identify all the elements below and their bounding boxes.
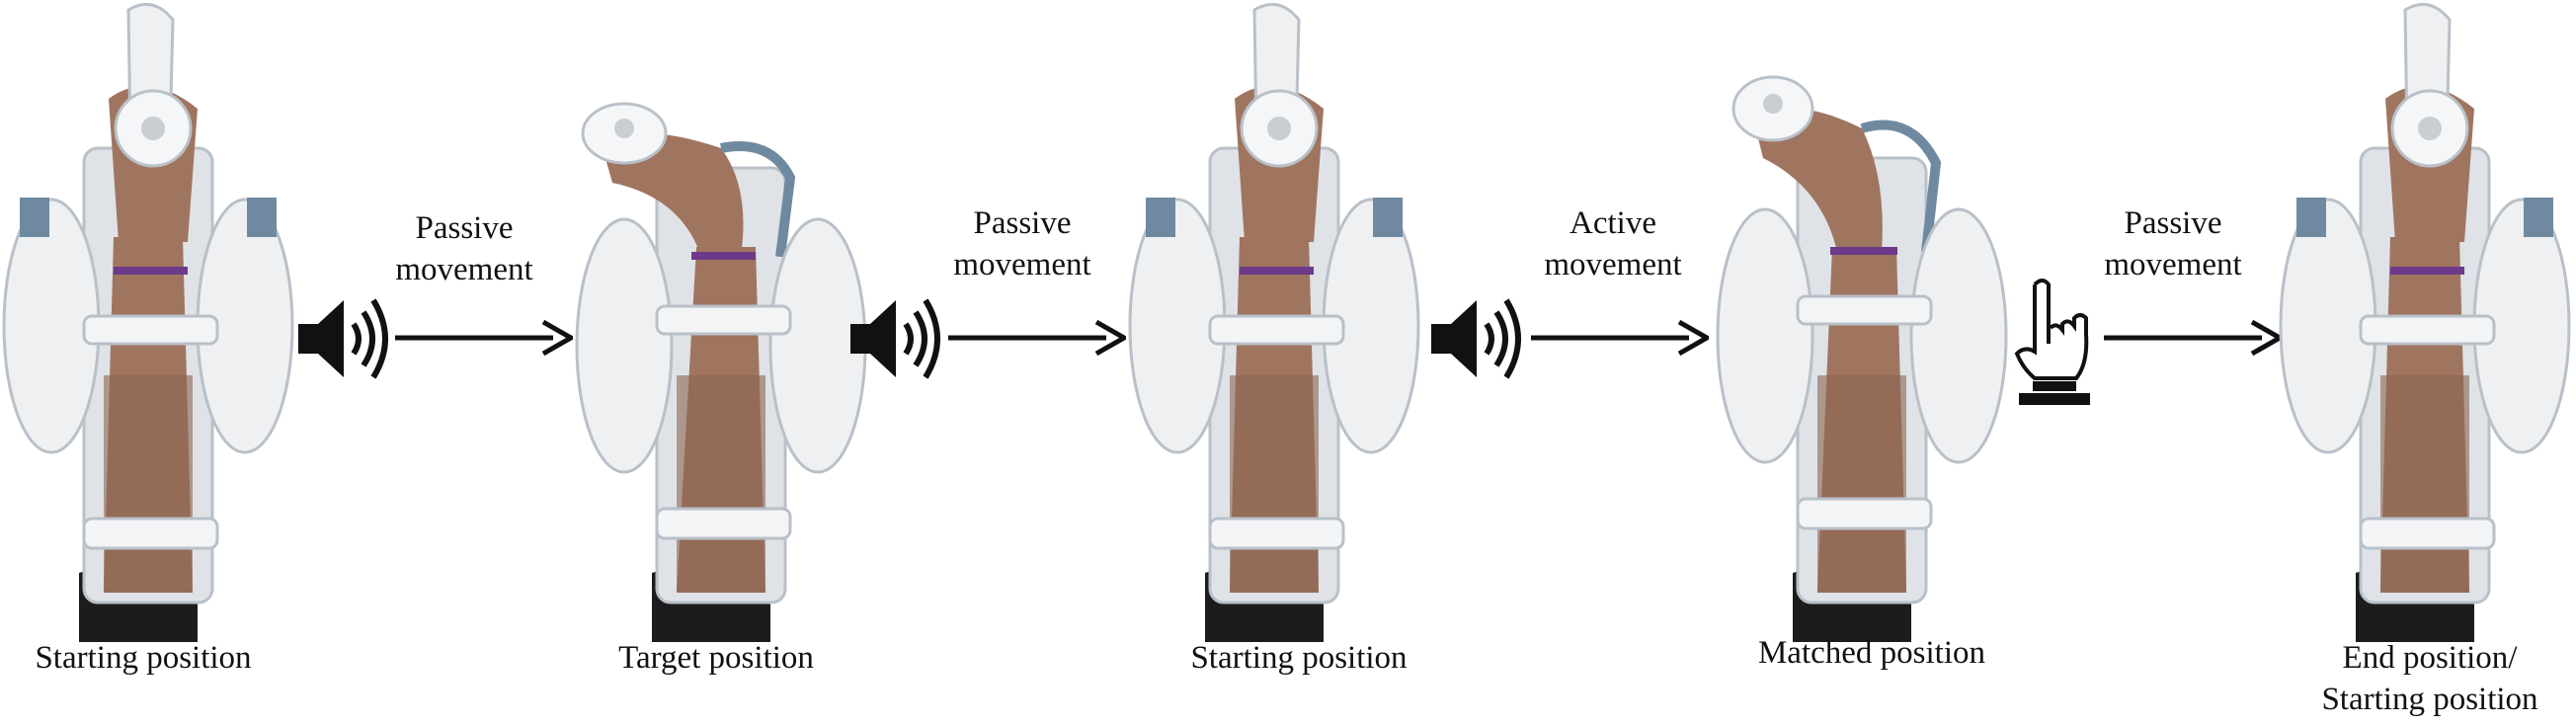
transition-1-line1: Passive	[415, 210, 514, 246]
transition-3-arrow	[1531, 319, 1709, 357]
exoskeleton-arm-extended-figure	[1716, 75, 2008, 642]
transition-3-line2: movement	[1544, 247, 1682, 282]
transition-4-line1: Passive	[2124, 205, 2222, 241]
transition-1-label: Passive movement	[380, 207, 548, 290]
exoskeleton-arm-flexed-figure	[2279, 2, 2571, 642]
caption-end-position-line1: End position/	[2342, 640, 2518, 676]
transition-4-line2: movement	[2104, 247, 2242, 282]
exoskeleton-arm-flexed-figure	[1128, 2, 1420, 642]
finger-press-button-icon	[2014, 279, 2090, 405]
transition-2-line2: movement	[953, 247, 1091, 282]
caption-matched-position: Matched position	[1757, 635, 1986, 671]
caption-starting-position-1: Starting position	[35, 640, 252, 676]
caption-target-position: Target position	[618, 640, 814, 676]
transition-2-arrow	[948, 319, 1126, 357]
transition-4-label: Passive movement	[2089, 202, 2257, 285]
transition-1-line2: movement	[395, 252, 533, 287]
exoskeleton-arm-flexed-figure	[2, 2, 294, 642]
stage-4-matched-position	[1714, 0, 2010, 642]
transition-3-line1: Active	[1570, 205, 1656, 241]
stage-2-target-position	[573, 0, 869, 642]
stage-3-starting-position	[1126, 0, 1422, 642]
transition-4-arrow	[2104, 319, 2282, 357]
speaker-icon	[1431, 298, 1521, 379]
exoskeleton-arm-extended-figure	[575, 102, 867, 642]
transition-2-line1: Passive	[973, 205, 1072, 241]
stage-5-end-position	[2277, 0, 2573, 642]
transition-1-arrow	[395, 319, 573, 357]
transition-2-label: Passive movement	[938, 202, 1106, 285]
caption-end-position: End position/ Starting position	[2287, 637, 2573, 720]
stage-1-starting-position	[0, 0, 296, 642]
speaker-icon	[298, 298, 388, 379]
caption-starting-position-2: Starting position	[1190, 640, 1408, 676]
transition-3-label: Active movement	[1529, 202, 1697, 285]
caption-end-position-line2: Starting position	[2321, 682, 2538, 717]
speaker-icon	[850, 298, 940, 379]
